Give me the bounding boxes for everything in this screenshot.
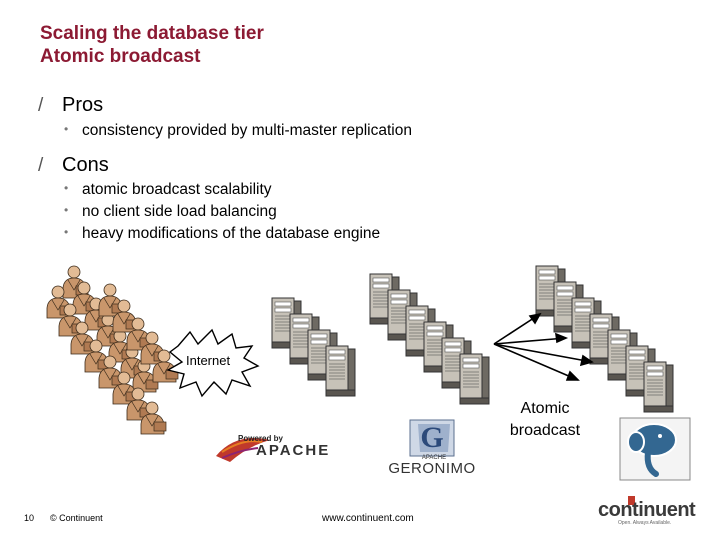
cons-heading: Cons: [62, 154, 109, 176]
continuent-logo-icon: [628, 496, 635, 505]
internet-label: Internet: [186, 353, 231, 368]
pros-heading-row: / Pros: [38, 94, 638, 118]
slash-bullet-icon: /: [38, 95, 44, 116]
cons-heading-row: / Cons: [38, 154, 638, 178]
postgresql-elephant-icon: [619, 417, 691, 481]
geronimo-letter: G: [420, 421, 444, 454]
cons-item: • heavy modifications of the database en…: [64, 225, 381, 242]
pros-heading: Pros: [62, 94, 104, 116]
dot-bullet-icon: •: [64, 203, 69, 217]
users-group-icon: [46, 265, 179, 435]
title-line-2: Atomic broadcast: [40, 46, 201, 67]
page-number: 10: [24, 513, 35, 523]
broadcast-arrows-icon: [493, 312, 594, 381]
cons-item: • no client side load balancing: [64, 203, 277, 220]
geronimo-brand: APACHE: [421, 455, 447, 461]
server-stack-icon: [271, 273, 490, 405]
footer-url[interactable]: www.continuent.com: [322, 513, 414, 524]
dot-bullet-icon: •: [64, 122, 69, 136]
cons-item: • atomic broadcast scalability: [64, 181, 272, 198]
pros-item: • consistency provided by multi-master r…: [64, 122, 412, 139]
geronimo-logo-icon: [409, 419, 455, 457]
geronimo-name: GERONIMO: [388, 460, 476, 477]
atomic-broadcast-label: Atomic broadcast: [509, 400, 581, 439]
apache-logo: Powered by APACHE: [238, 434, 331, 459]
apache-logo-icon: [216, 438, 270, 462]
title-line-1: Scaling the database tier: [40, 23, 264, 44]
dot-bullet-icon: •: [64, 181, 69, 195]
continuent-logo: continuent Open. Always Available.: [598, 499, 696, 526]
dot-bullet-icon: •: [64, 225, 69, 239]
slide-title: Scaling the database tier Atomic broadca…: [40, 22, 264, 68]
slash-bullet-icon: /: [38, 155, 44, 176]
internet-cloud-icon: [166, 328, 260, 398]
copyright-text: © Continuent: [50, 513, 103, 523]
